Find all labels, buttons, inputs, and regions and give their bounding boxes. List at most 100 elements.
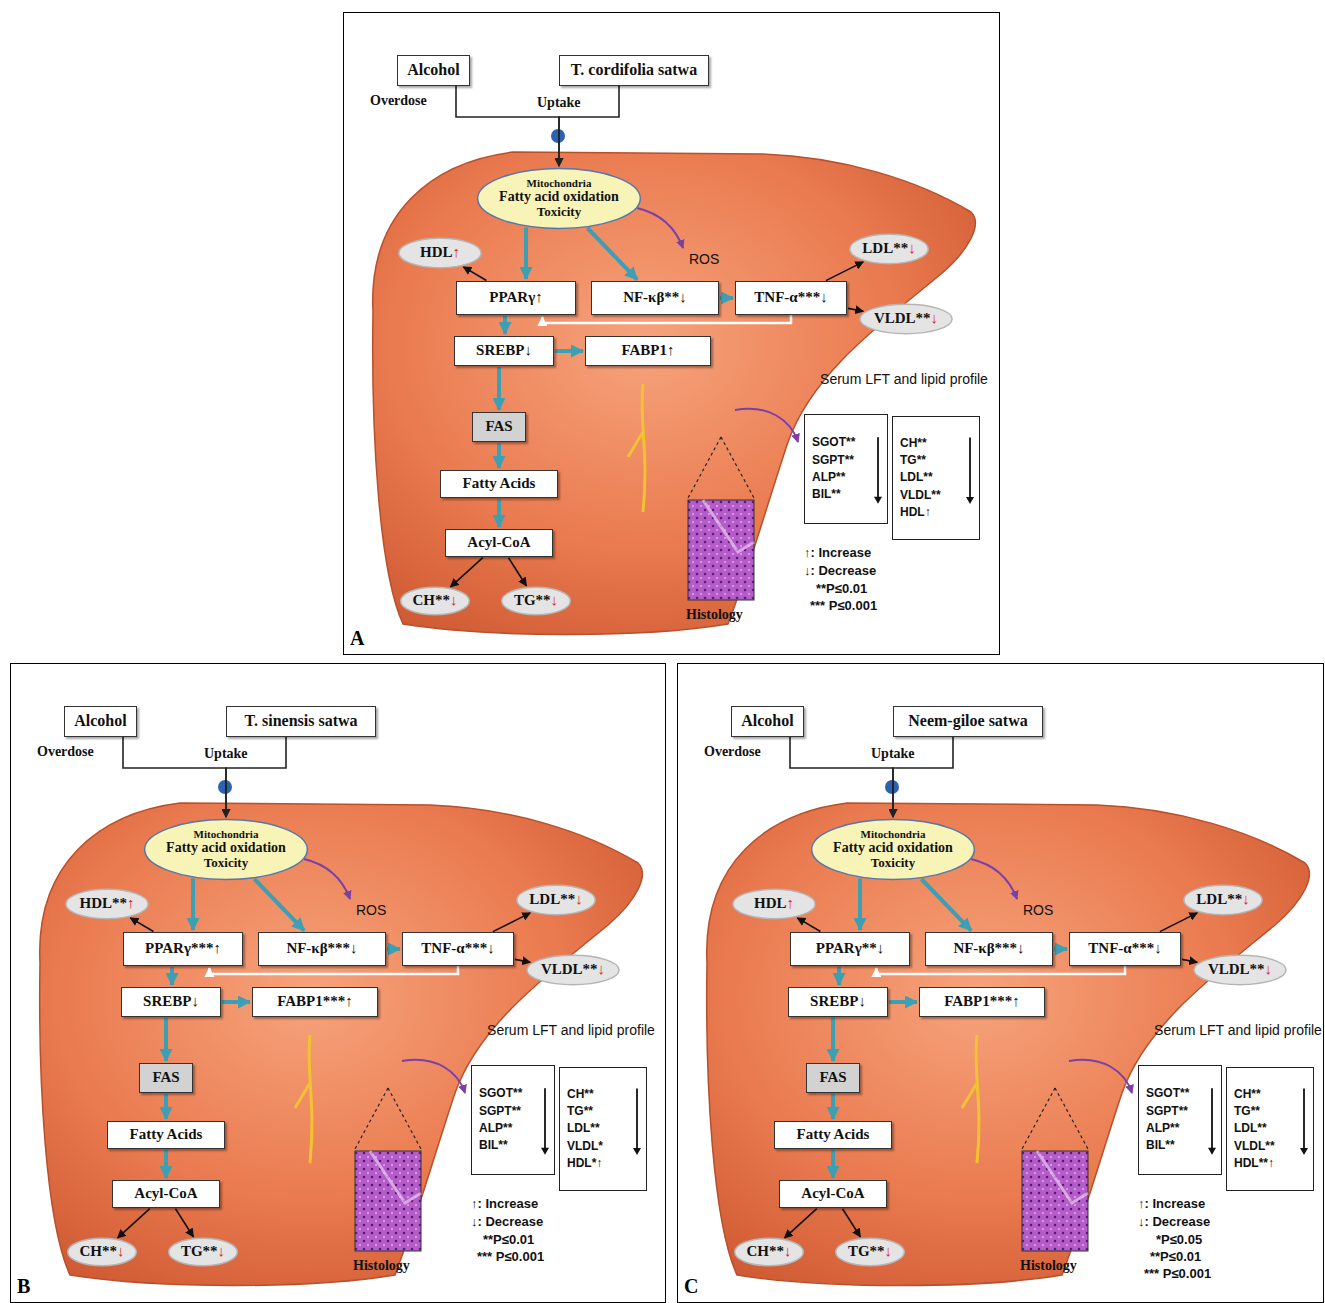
node-text: TG**↓ bbox=[848, 1243, 892, 1260]
change-arrow: ↓ bbox=[450, 592, 458, 608]
marker-ellipse: VLDL**↓ bbox=[1193, 955, 1287, 985]
panel-letter: B bbox=[17, 1275, 30, 1298]
trend-arrow bbox=[472, 1066, 554, 1174]
node-text: Fatty acid oxidation bbox=[166, 840, 286, 856]
input-box: Alcohol bbox=[731, 706, 804, 737]
image-caption: Histology bbox=[353, 1258, 410, 1274]
connector bbox=[493, 913, 530, 932]
change-arrow: ↓ bbox=[598, 961, 606, 977]
figure-panel: CAlcoholNeem-giloe satwaMitochondriaFatt… bbox=[677, 663, 1324, 1303]
connector bbox=[164, 1094, 168, 1119]
lipid-panel: CH**TG**LDL**VLDL*HDL*↑ bbox=[559, 1067, 647, 1191]
node-text: SGOT** bbox=[1146, 1085, 1189, 1102]
trend-arrow-head bbox=[966, 497, 974, 504]
node-text: TG** bbox=[900, 452, 926, 469]
connector bbox=[497, 443, 501, 468]
marker-ellipse: LDL**↓ bbox=[516, 885, 596, 915]
node-text: SREBP↓ bbox=[143, 993, 199, 1010]
node-text: HDL*↑ bbox=[567, 1155, 602, 1172]
process-box: Fatty Acids bbox=[107, 1121, 225, 1149]
node-text: Toxicity bbox=[871, 856, 915, 871]
panel-letter: A bbox=[350, 627, 364, 650]
node-text: HDL**↑ bbox=[1234, 1155, 1274, 1172]
trend-arrow-head bbox=[874, 497, 882, 504]
change-arrow: ↓ bbox=[908, 240, 916, 256]
dose-label: Overdose bbox=[37, 744, 94, 760]
input-box: Alcohol bbox=[64, 706, 137, 737]
node-text: BIL** bbox=[812, 486, 841, 503]
ros-label: ROS bbox=[356, 902, 386, 918]
lipid-panel: CH**TG**LDL**VLDL**HDL**↑ bbox=[1226, 1067, 1314, 1191]
change-arrow: ↓ bbox=[885, 1243, 893, 1259]
node-text: Mitochondria bbox=[194, 828, 259, 841]
legend-note: ↓: Decrease bbox=[471, 1214, 543, 1229]
node-text: LDL** bbox=[567, 1120, 600, 1137]
node-text: FABP1***↑ bbox=[944, 993, 1020, 1010]
input-box: Alcohol bbox=[397, 55, 470, 86]
ros-label: ROS bbox=[1023, 902, 1053, 918]
connector bbox=[209, 966, 458, 974]
node-text: Toxicity bbox=[204, 856, 248, 871]
marker-ellipse: LDL**↓ bbox=[849, 234, 929, 264]
connector bbox=[524, 228, 528, 280]
treatment-box: T. sinensis satwa bbox=[226, 706, 376, 737]
node-text: FAS bbox=[819, 1069, 846, 1086]
uptake-label: Uptake bbox=[204, 746, 248, 762]
node-text: VLDL**↓ bbox=[541, 961, 605, 978]
node-text: Acyl-CoA bbox=[467, 534, 530, 551]
enzyme-box: FAS bbox=[806, 1063, 860, 1093]
connector bbox=[118, 1209, 150, 1238]
legend-note: ↑: Increase bbox=[1138, 1196, 1205, 1211]
node-text: ALP** bbox=[1146, 1120, 1179, 1137]
node-text: NF-κβ***↓ bbox=[286, 940, 357, 957]
node-text: SGPT** bbox=[1146, 1103, 1188, 1120]
change-arrow: ↓ bbox=[117, 1243, 125, 1259]
connector bbox=[130, 918, 153, 932]
node-text: T. sinensis satwa bbox=[244, 712, 357, 730]
node-text: Alcohol bbox=[74, 712, 126, 730]
ellipse-outline bbox=[478, 169, 641, 229]
process-box: NF-κβ***↓ bbox=[258, 932, 386, 966]
connector bbox=[831, 1150, 835, 1178]
connector bbox=[837, 967, 841, 985]
section-heading: Serum LFT and lipid profile bbox=[486, 1022, 656, 1039]
node-text: ALP** bbox=[479, 1120, 512, 1137]
node-text: VLDL**↓ bbox=[1208, 961, 1272, 978]
lft-panel: SGOT**SGPT**ALP**BIL** bbox=[804, 414, 888, 524]
figure-panel: AAlcoholT. cordifolia satwaMitochondriaF… bbox=[343, 12, 1000, 655]
process-box: FABP1↑ bbox=[585, 336, 711, 366]
connector bbox=[164, 1018, 168, 1061]
process-box: TNF-α***↓ bbox=[1069, 932, 1181, 966]
connector bbox=[503, 316, 507, 334]
marker-ellipse: HDL↑ bbox=[732, 889, 816, 919]
node-text: Acyl-CoA bbox=[134, 1185, 197, 1202]
trend-arrow-shaft bbox=[544, 1088, 546, 1149]
ellipse-outline bbox=[401, 587, 470, 614]
connector bbox=[826, 262, 863, 281]
process-box: Acyl-CoA bbox=[112, 1180, 220, 1208]
process-box: TNF-α***↓ bbox=[735, 281, 847, 315]
node-text: Fatty acid oxidation bbox=[833, 840, 953, 856]
ellipse-outline bbox=[399, 238, 481, 267]
node-text: CH** bbox=[567, 1086, 594, 1103]
node-text: TNF-α***↓ bbox=[1088, 940, 1161, 957]
significance-note: *** P≤0.001 bbox=[1144, 1266, 1211, 1281]
connector bbox=[1160, 913, 1197, 932]
ellipse-outline bbox=[1184, 885, 1262, 914]
process-box: PPARγ↑ bbox=[456, 281, 576, 315]
node-text: CH**↓ bbox=[80, 1243, 125, 1260]
process-box: PPARγ**↓ bbox=[790, 932, 910, 966]
node-text: TG**↓ bbox=[181, 1243, 225, 1260]
trend-arrow-head bbox=[633, 1148, 641, 1155]
process-box: NF-κβ***↓ bbox=[925, 932, 1053, 966]
connector bbox=[170, 967, 174, 985]
node-text: VLDL* bbox=[567, 1138, 603, 1155]
dose-label: Overdose bbox=[370, 93, 427, 109]
ellipse-outline bbox=[812, 820, 975, 880]
connector bbox=[831, 1094, 835, 1119]
ellipse-outline bbox=[1194, 955, 1286, 984]
connector bbox=[542, 315, 791, 323]
connector bbox=[876, 966, 1125, 974]
node-text: Acyl-CoA bbox=[801, 1185, 864, 1202]
